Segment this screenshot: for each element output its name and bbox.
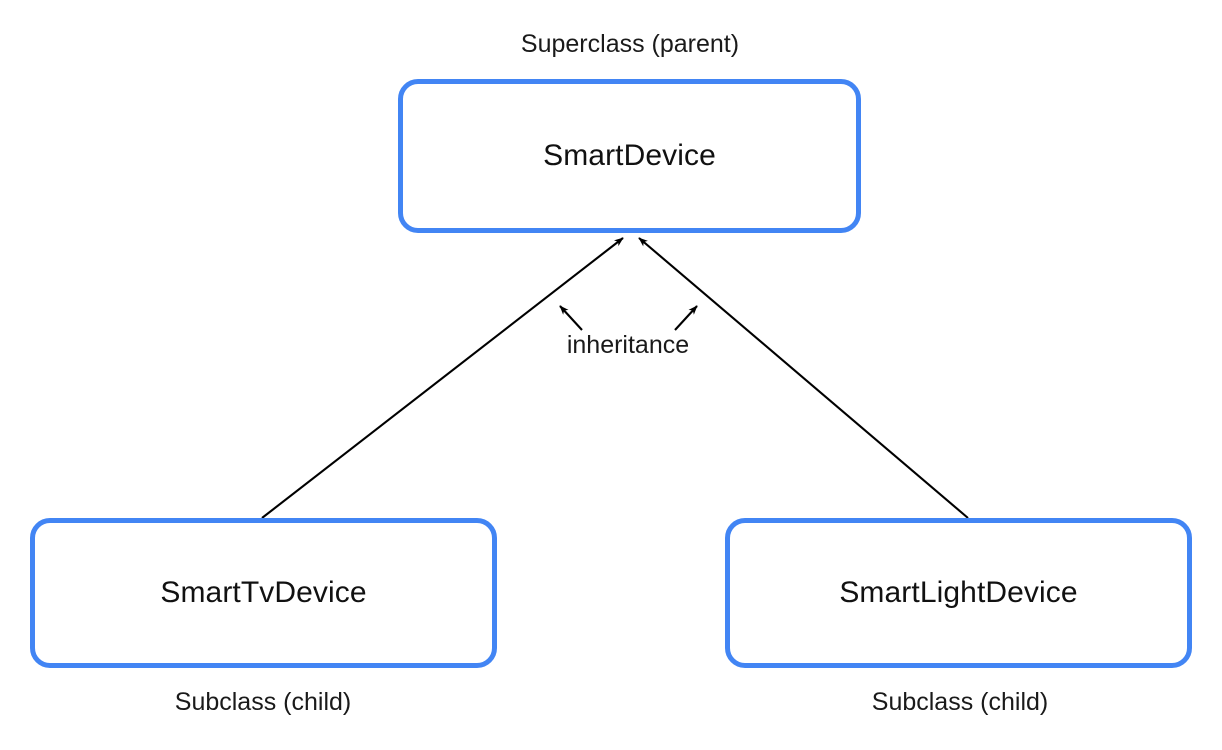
pointer-right-icon xyxy=(674,305,698,331)
class-box-label: SmartTvDevice xyxy=(160,576,367,609)
class-box-smarttvdevice[interactable]: SmartTvDevice xyxy=(30,518,497,668)
superclass-caption: Superclass (parent) xyxy=(520,30,740,58)
pointer-left-icon xyxy=(559,305,583,331)
inheritance-edge-label: inheritance xyxy=(566,331,690,359)
subclass-light-caption: Subclass (child) xyxy=(871,688,1049,716)
class-box-smartdevice[interactable]: SmartDevice xyxy=(398,79,861,233)
subclass-tv-caption: Subclass (child) xyxy=(174,688,352,716)
class-box-label: SmartLightDevice xyxy=(839,576,1078,609)
edge-line-light-to-superclass xyxy=(638,237,969,519)
class-box-label: SmartDevice xyxy=(543,139,716,172)
edge-line-tv-to-superclass xyxy=(261,237,624,519)
class-box-smartlightdevice[interactable]: SmartLightDevice xyxy=(725,518,1192,668)
